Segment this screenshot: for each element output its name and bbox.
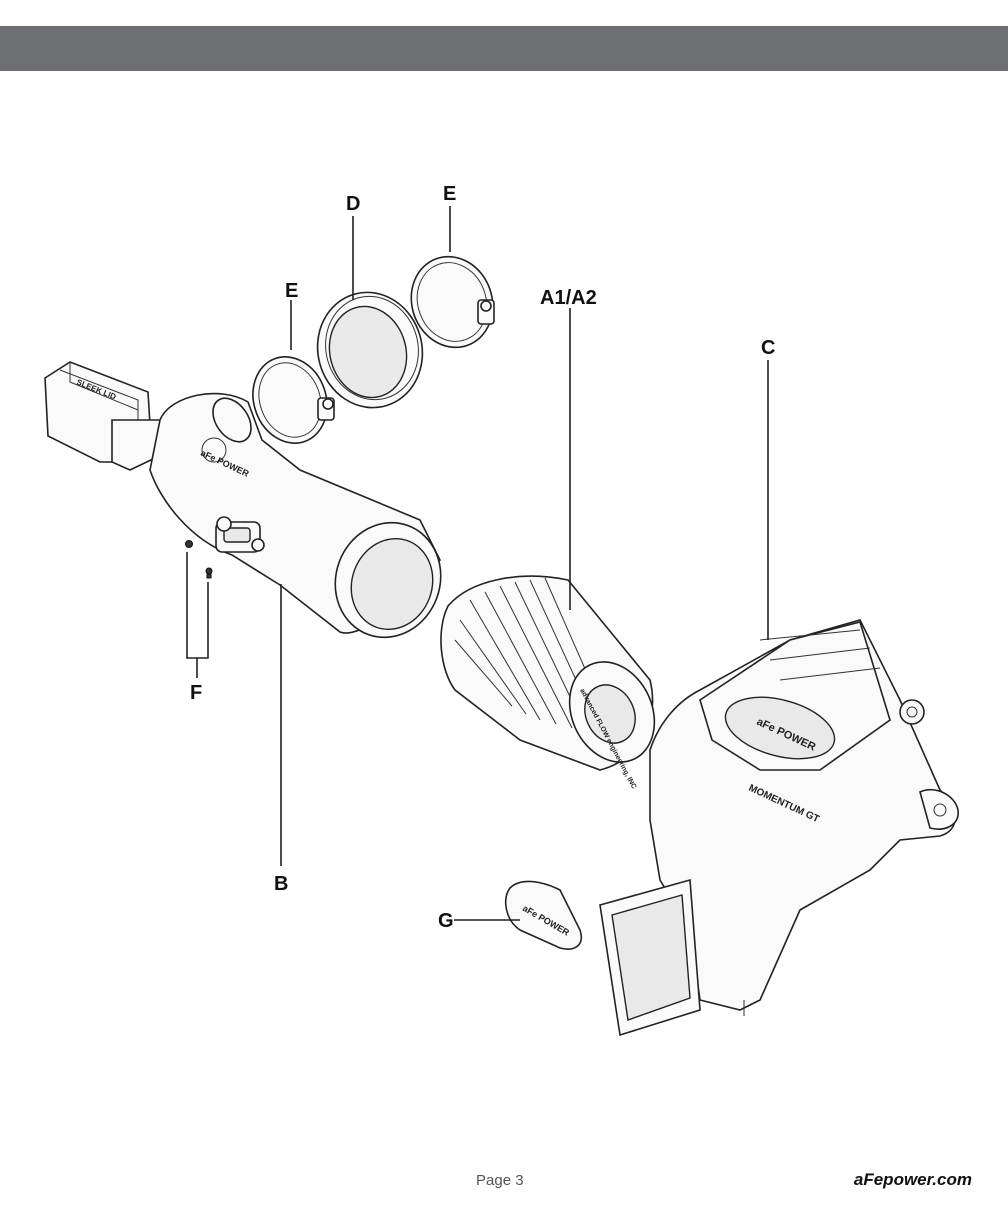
badge-part-g: aFe POWER bbox=[504, 880, 582, 950]
callout-e-left: E bbox=[285, 280, 298, 302]
header-bar bbox=[0, 26, 1008, 71]
callout-f: F bbox=[190, 682, 202, 704]
airbox-housing-part-c: aFe POWER MOMENTUM GT bbox=[599, 619, 959, 1037]
website-url: aFepower.com bbox=[853, 1170, 972, 1189]
air-filter-part-a: advanced FLOW engineering, INC bbox=[440, 575, 656, 790]
intake-tube-part-b: SLEEK LID aFe POWER bbox=[44, 361, 442, 639]
callout-a1a2: A1/A2 bbox=[540, 287, 597, 309]
callout-c: C bbox=[761, 337, 775, 359]
clamp-part-e-left bbox=[252, 356, 335, 444]
callout-g: G bbox=[438, 910, 454, 932]
callout-d: D bbox=[346, 193, 360, 215]
screws-part-f bbox=[185, 540, 213, 579]
coupler-part-d bbox=[316, 291, 424, 409]
callout-e-top: E bbox=[443, 183, 456, 205]
page-number: Page 3 bbox=[476, 1172, 524, 1189]
clamp-part-e-top bbox=[410, 255, 495, 349]
callout-b: B bbox=[274, 873, 288, 895]
leader-lines bbox=[186, 206, 769, 921]
